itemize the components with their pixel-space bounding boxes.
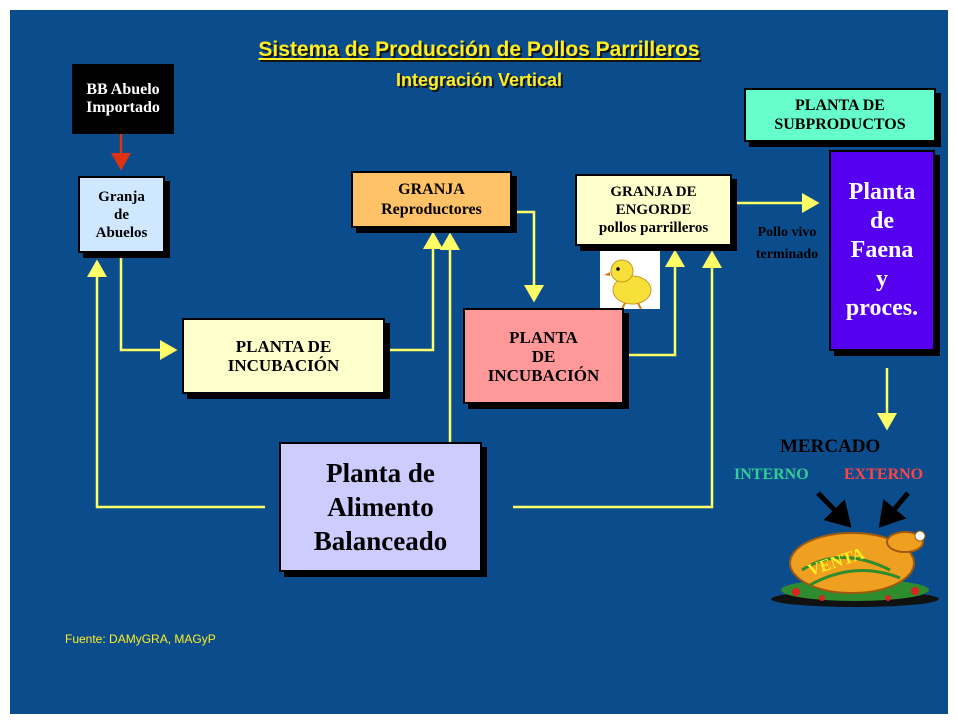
- pollo-vivo-label: Pollo vivo terminado: [755, 225, 819, 262]
- arrow-externo-to-venta: [878, 491, 910, 528]
- interno-label: INTERNO: [734, 466, 809, 483]
- granja-reproductores-box: GRANJA Reproductores: [351, 171, 512, 228]
- diagram-subtitle: Integración Vertical: [395, 70, 563, 90]
- diagram-title: Sistema de Producción de Pollos Parrille…: [258, 38, 700, 61]
- source-note: Fuente: DAMyGRA, MAGyP: [65, 632, 216, 646]
- arrow-interno-to-venta: [816, 491, 852, 528]
- roast-chicken-icon: VENTA: [771, 530, 939, 607]
- arrow-abuelos-to-incubacion: [119, 253, 178, 360]
- planta-alimento-box: Planta de Alimento Balanceado: [279, 442, 482, 572]
- planta-incubacion-2-box: PLANTA DE INCUBACIÓN: [463, 308, 624, 404]
- arrow-alimento-to-engorde: [513, 250, 722, 509]
- arrow-incubacion-to-reproductores: [385, 231, 443, 352]
- planta-subproductos-box: PLANTA DE SUBPRODUCTOS: [744, 88, 936, 142]
- bb-abuelo-importado-box: BB Abuelo Importado: [72, 64, 174, 134]
- externo-label: EXTERNO: [844, 466, 924, 483]
- flow-connectors: VENTA: [87, 134, 939, 607]
- chick-icon: [600, 251, 660, 310]
- arrow-reproductores-to-incubacion2: [512, 210, 544, 303]
- arrow-alimento-to-abuelos: [87, 259, 265, 509]
- granja-engorde-box: GRANJA DE ENGORDE pollos parrilleros: [575, 174, 732, 246]
- diagram-slide: Sistema de Producción de Pollos Parrille…: [10, 10, 948, 714]
- granja-abuelos-box: Granja de Abuelos: [78, 176, 165, 253]
- mercado-label: MERCADO: [780, 436, 881, 457]
- arrow-incubacion2-to-engorde: [624, 249, 685, 357]
- planta-faena-box: Planta de Faena y proces.: [829, 150, 935, 351]
- planta-incubacion-1-box: PLANTA DE INCUBACIÓN: [182, 318, 385, 394]
